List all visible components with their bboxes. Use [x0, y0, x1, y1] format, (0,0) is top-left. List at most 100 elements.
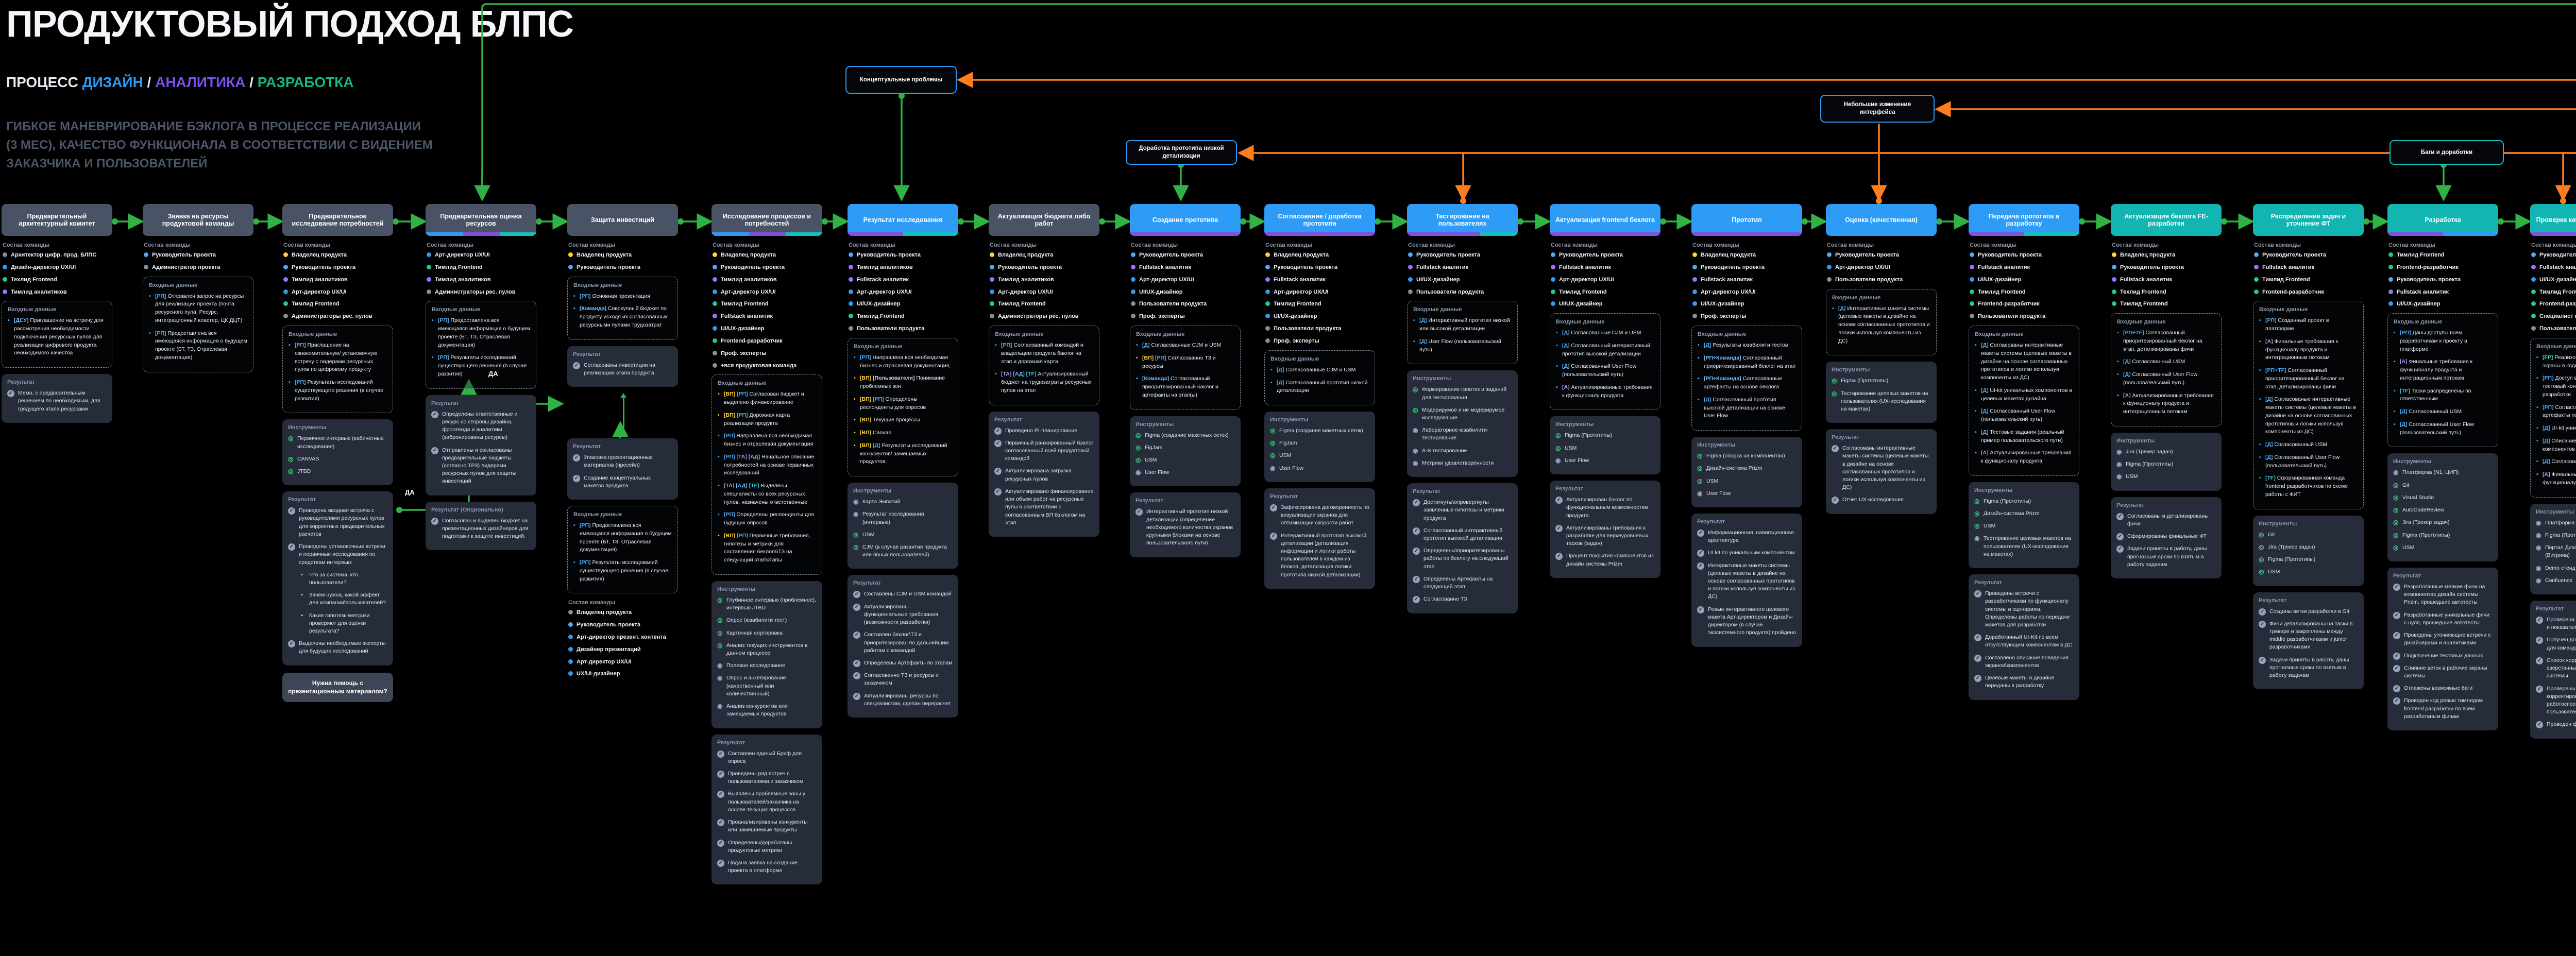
- input-card[interactable]: Входные данные•[FP] Реализованные целевы…: [2530, 337, 2576, 498]
- result-card[interactable]: Результат✓Согласованы интерактивные маке…: [1826, 429, 1937, 514]
- callout-box[interactable]: Концептуальные проблемы: [845, 66, 957, 94]
- result-card[interactable]: Результат✓Проведено PI-планирование✓Перв…: [989, 411, 1099, 537]
- result-card[interactable]: Результат✓Созданы ветки разработки в Git…: [2253, 592, 2364, 690]
- result-card[interactable]: Результат✓Определены ответственные и рес…: [426, 395, 536, 496]
- result-card[interactable]: Результат✓Составлены CJM и USM командой✓…: [848, 575, 958, 718]
- input-card[interactable]: Входные данные•[РП] Направлена вся необх…: [848, 337, 958, 477]
- tools-card[interactable]: Инструменты◉Jira (Трекер задач)◉Figma (П…: [2111, 432, 2222, 491]
- result-item: ✓Проведены встречи с разработчиками по ф…: [1974, 590, 2074, 629]
- input-card[interactable]: Входные данные•[Д] Интерактивные макеты …: [1826, 288, 1937, 356]
- input-card[interactable]: Входные данные•[Д] Согласованные CJM и U…: [1264, 350, 1375, 405]
- input-item: •[Д] Согласованный User Flow (пользовате…: [2117, 371, 2215, 387]
- input-card[interactable]: Входные данные•[РП+TF] Согласованный при…: [2111, 313, 2222, 426]
- input-card[interactable]: Входные данные•[ДСУ] Приглашение на встр…: [2, 301, 112, 368]
- stage-header[interactable]: Актуализация бюджета либо работ: [989, 204, 1099, 236]
- stage-header[interactable]: Проверка качества разработки: [2530, 204, 2576, 236]
- stage-header[interactable]: Результат исследования: [848, 204, 958, 236]
- tools-card[interactable]: Инструменты◉Платформа (N1, ЦИП)◉Figma (П…: [2530, 503, 2576, 594]
- team-member: Тимлид Frontend: [713, 300, 822, 308]
- role-dot-icon: [427, 264, 431, 269]
- input-card[interactable]: Входные данные•[РП] Созданный проект в п…: [2253, 301, 2364, 509]
- stage-header[interactable]: Передача прототипа в разработку: [1969, 204, 2079, 236]
- input-card[interactable]: Входные данные•[Д] Интерактивный прототи…: [1407, 301, 1518, 365]
- tools-card[interactable]: Инструменты◎Figma (создание макетных сет…: [1264, 412, 1375, 482]
- stage-header[interactable]: Исследование процессов и потребностей: [711, 204, 822, 236]
- result-card[interactable]: Результат✓Согласованы инвестиции на реал…: [567, 346, 678, 387]
- result-card[interactable]: Результат✓Интерактивный прототип низкой …: [1130, 492, 1241, 557]
- result-item: ✓Подана заявка на создание проекта в пла…: [717, 859, 817, 875]
- tools-card[interactable]: Инструменты◎Figma (Прототипы)◎USM◉User F…: [1550, 416, 1660, 475]
- input-card[interactable]: Входные данные•[Д] Согласованные CJM и U…: [1550, 313, 1660, 411]
- result-card[interactable]: Результат✓Согласованы и детализированы ф…: [2111, 497, 2222, 578]
- team-member-label: Тимлид Frontend: [857, 313, 905, 320]
- input-card[interactable]: Входные данные•[РП] Предоставлена вся им…: [567, 506, 678, 594]
- tools-card-label: Инструменты: [1136, 421, 1174, 428]
- check-icon: ✓: [573, 454, 580, 462]
- tools-card[interactable]: Инструменты◎Первичное интервью (кабинетн…: [282, 419, 393, 486]
- tool-item-text: Портал Дизайн-системы Prizm (Витрина): [2545, 544, 2576, 559]
- tools-card[interactable]: Инструменты◉Карта Эмпатий◉Результат иссл…: [848, 483, 958, 569]
- result-card[interactable]: Результат✓Информационная, навигационная …: [1691, 513, 1802, 647]
- input-card[interactable]: Входные данные•[РП] Даны доступы всем ра…: [2387, 313, 2498, 448]
- stage-header[interactable]: Разработка: [2387, 204, 2498, 236]
- input-card[interactable]: Входные данные•[РП] Согласованный команд…: [989, 326, 1099, 405]
- result-card[interactable]: Результат✓Упаковка презентационных матер…: [567, 438, 678, 500]
- tools-card[interactable]: Инструменты◎Git◎Jira (Трекер задач)◎Figm…: [2253, 515, 2364, 586]
- result-card[interactable]: Результат✓Составлен единый Бриф для опро…: [711, 734, 822, 885]
- input-card[interactable]: Входные данные•[Д] Согласованные CJM и U…: [1130, 326, 1241, 410]
- input-card[interactable]: Входные данные•[РП] Отправлен запрос на …: [143, 276, 253, 372]
- callout-box[interactable]: Доработка прототипа низкой детализации: [1126, 140, 1237, 165]
- tools-card[interactable]: Инструменты◎Глубинное интервью (проблемн…: [711, 581, 822, 728]
- stage-header[interactable]: Распределение задач и уточнение ФТ: [2253, 204, 2364, 236]
- stage-header[interactable]: Согласование / доработка прототипа: [1264, 204, 1375, 236]
- result-card[interactable]: Результат✓Проведена вводная встреча с ру…: [282, 491, 393, 665]
- result-card[interactable]: Результат (Опционально)✓Согласован и выд…: [426, 501, 536, 551]
- result-card[interactable]: Результат✓Актуализирован бэклог по функц…: [1550, 481, 1660, 578]
- input-card[interactable]: Входные данные•[РП] Предоставлена вся им…: [426, 301, 536, 389]
- input-card[interactable]: Входные данные•[РП] Приглашение на ознак…: [282, 326, 393, 414]
- result-card[interactable]: Результат✓Достигнуты\опровергнуты заявле…: [1407, 483, 1518, 613]
- stage-header[interactable]: Актуализация frontend беклога: [1550, 204, 1660, 236]
- result-card[interactable]: Результат✓Проведены встречи с разработчи…: [1969, 574, 2079, 700]
- team-member-label: Руководитель проекта: [2120, 264, 2184, 270]
- result-card[interactable]: Результат✓Проверена корректность расчето…: [2530, 600, 2576, 739]
- callout-box[interactable]: Небольшие изменения интерфейса: [1820, 95, 1935, 123]
- callout-box[interactable]: Баги и доработки: [2389, 140, 2504, 165]
- team-member: Администратор проекта: [144, 264, 253, 271]
- result-card[interactable]: Результат✓Мемо, с предварительным решени…: [2, 374, 112, 423]
- result-card[interactable]: Результат✓Зафиксирована договоренность п…: [1264, 488, 1375, 589]
- input-card[interactable]: Входные данные•[РП] Основная презентация…: [567, 276, 678, 340]
- input-card[interactable]: Входные данные•[Д] Результаты юзабилити …: [1691, 326, 1802, 431]
- input-card[interactable]: Входные данные•[ВП] [РП] Согласован бюдж…: [711, 374, 822, 575]
- tools-card[interactable]: Инструменты◎Формирование гипотез и задан…: [1407, 370, 1518, 477]
- stage-header[interactable]: Тестирование на пользователях: [1407, 204, 1518, 236]
- result-item: ✓Проведены установочные встречи и первич…: [288, 543, 387, 567]
- stage-header[interactable]: Предварительный архитектурный комитет: [2, 204, 112, 236]
- input-card[interactable]: Входные данные•[Д] Согласованы интеракти…: [1969, 326, 2079, 476]
- stage-header[interactable]: Заявка на ресурсы продуктовой команды: [143, 204, 253, 236]
- bullet-icon: •: [2394, 330, 2396, 336]
- stage-header[interactable]: Создание прототипа: [1130, 204, 1241, 236]
- eye-icon: ◉: [2536, 531, 2541, 539]
- result-card[interactable]: Результат✓Разработанные мелкие фичи на к…: [2387, 568, 2498, 731]
- tools-card[interactable]: Инструменты◎Figma (Прототипы)◎Тестирован…: [1826, 362, 1937, 423]
- stage-header[interactable]: Предварительная оценка ресурсов: [426, 204, 536, 236]
- stage-header[interactable]: Актуализация беклога FE-разработки: [2111, 204, 2222, 236]
- stage-header[interactable]: Оценка (качественная): [1826, 204, 1937, 236]
- up-arrow-connector: [567, 393, 678, 433]
- team-member: Владелец продукта: [568, 609, 678, 617]
- tools-card[interactable]: Инструменты◎Figma (Прототипы)◎Дизайн-сис…: [1969, 482, 2079, 569]
- tool-item-text: Платформа (N1, ЦИП): [2545, 519, 2576, 526]
- tools-card[interactable]: Инструменты◎Figma (сборка на компонентах…: [1691, 437, 1802, 507]
- stage-header[interactable]: Защита инвестиций: [567, 204, 678, 236]
- tools-card[interactable]: Инструменты◎Figma (создание макетных сет…: [1130, 416, 1241, 487]
- tool-item: ◉Карта Эмпатий: [853, 498, 953, 506]
- question-card[interactable]: Нужна помощь с презентационным материало…: [282, 672, 393, 703]
- check-icon: ✓: [2393, 685, 2400, 693]
- tool-item-text: USM: [1145, 457, 1157, 463]
- bullet-icon: •: [995, 371, 997, 378]
- stage-header[interactable]: Прототип: [1691, 204, 1802, 236]
- team-member-label: Проф. эксперты: [721, 350, 767, 356]
- tools-card[interactable]: Инструменты◉Платформа (N1, ЦИП)◎Git◎Visu…: [2387, 453, 2498, 561]
- stage-header[interactable]: Предварительное исследование потребносте…: [282, 204, 393, 236]
